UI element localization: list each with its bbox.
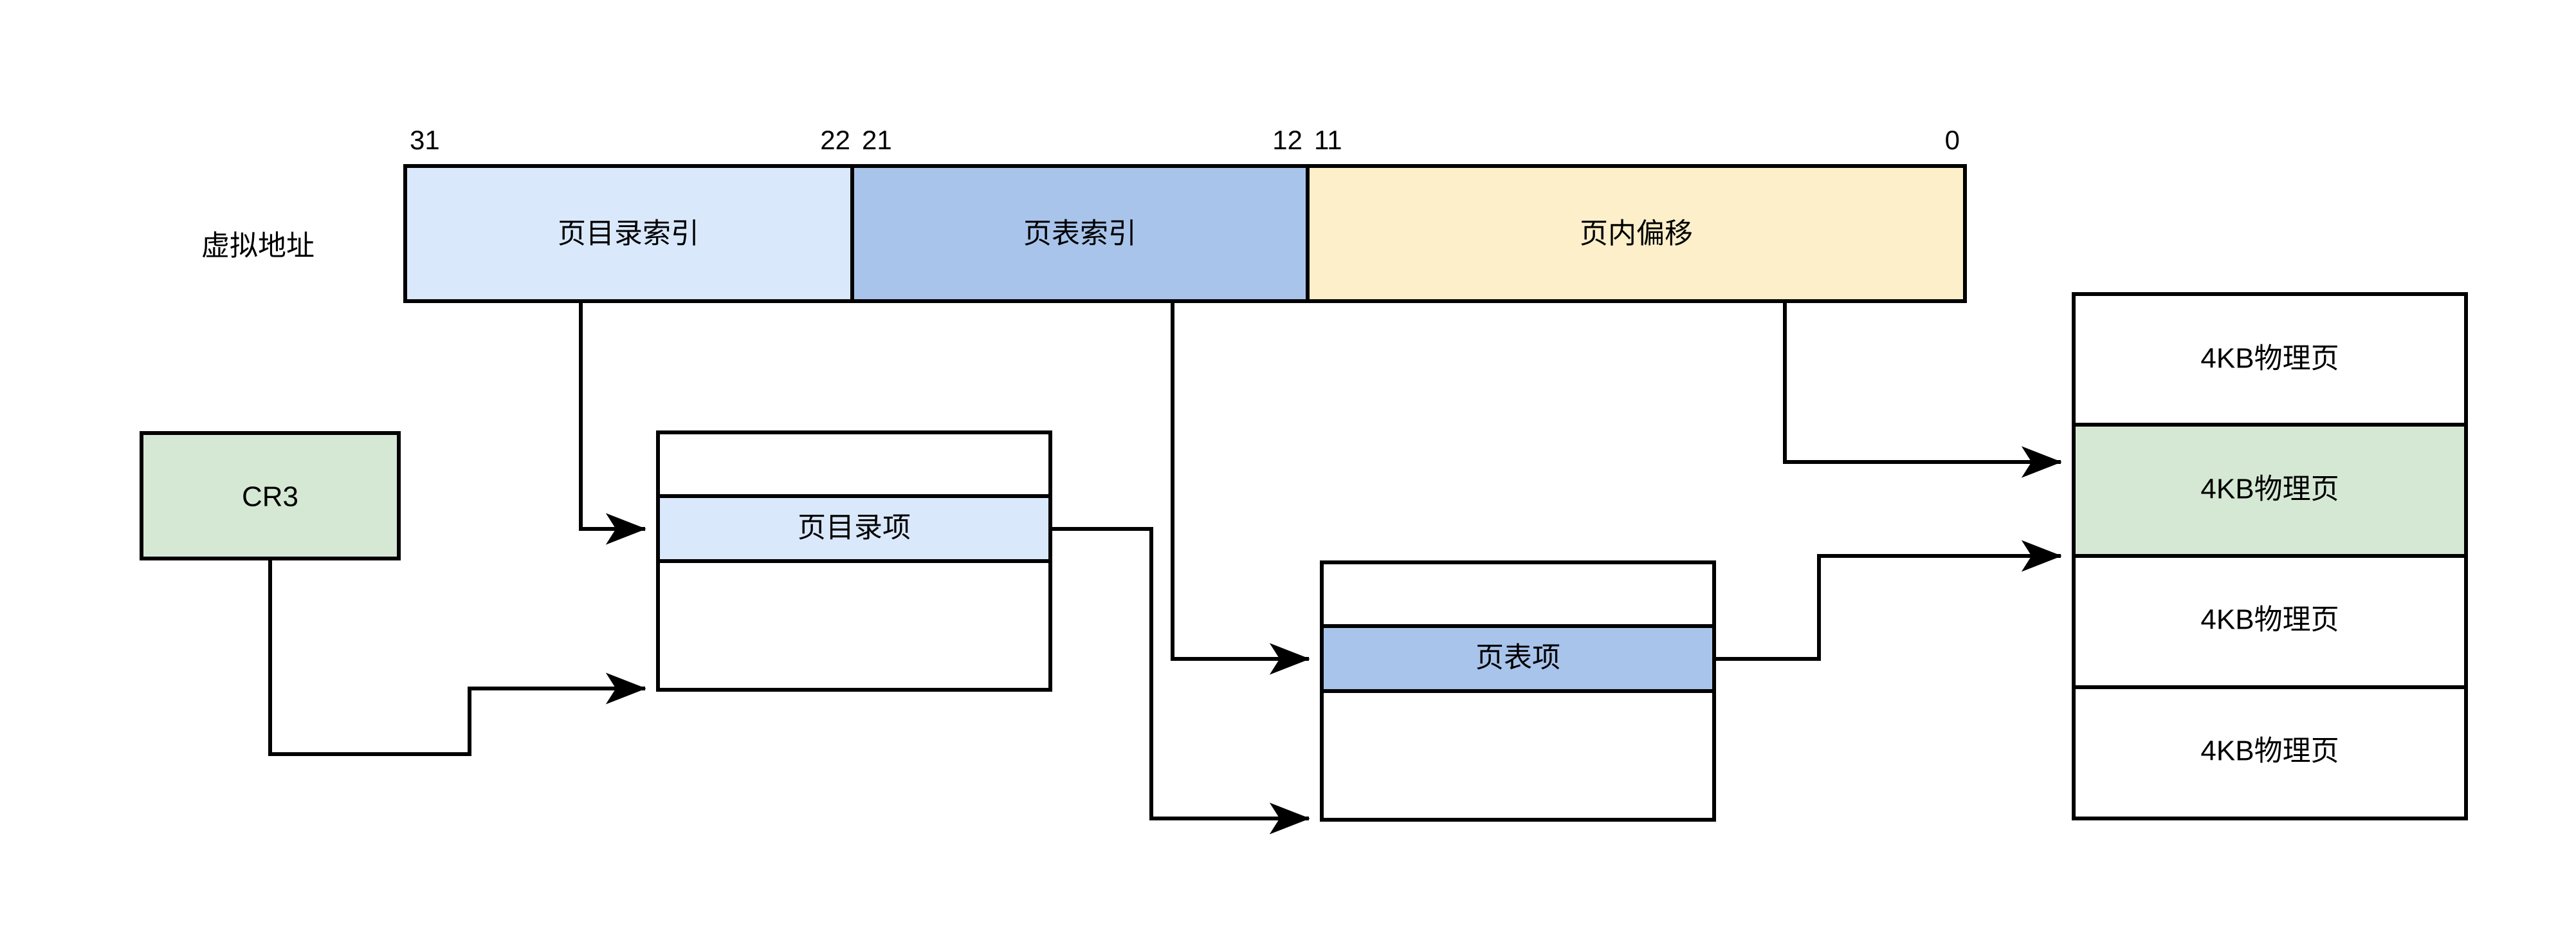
- physical-page-row-3-label: 4KB物理页: [2200, 735, 2339, 767]
- va-segment-page-offset[interactable]: [1306, 164, 1967, 303]
- page-directory-entry-row[interactable]: [656, 494, 1052, 563]
- va-segment-page-dir-index[interactable]: [403, 164, 854, 303]
- connector-pagetableindex-to-pte: [1171, 301, 1310, 675]
- page-directory-entry-label: 页目录项: [798, 512, 911, 544]
- connector-pde-to-pagetable: [1050, 527, 1310, 835]
- bit-label-12: 12: [1272, 125, 1302, 155]
- bit-label-21: 21: [862, 125, 892, 155]
- va-segment-page-offset-label: 页内偏移: [1580, 218, 1693, 250]
- connector-cr3-to-pagedirectory: [268, 559, 646, 756]
- va-segment-page-table-index-label: 页表索引: [1023, 218, 1137, 250]
- va-segment-page-dir-index-label: 页目录索引: [558, 218, 699, 250]
- connector-pagedirindex-to-pde: [579, 301, 646, 545]
- bit-label-0: 0: [1945, 125, 1960, 155]
- connector-pageoffset-to-physicalpage: [1783, 301, 2062, 478]
- cr3-box[interactable]: [140, 431, 401, 560]
- bit-label-31: 31: [410, 125, 440, 155]
- va-segment-page-table-index[interactable]: [850, 164, 1310, 303]
- page-table-entry-row[interactable]: [1320, 624, 1716, 693]
- physical-page-row-1-label: 4KB物理页: [2200, 474, 2339, 505]
- physical-page-row-0-label: 4KB物理页: [2200, 343, 2339, 374]
- bit-label-11: 11: [1314, 125, 1342, 155]
- connector-pte-to-physicalpage: [1714, 540, 2062, 661]
- page-table-entry-label: 页表项: [1475, 642, 1560, 674]
- physical-page-row-2-label: 4KB物理页: [2200, 604, 2339, 636]
- physical-page-row-highlighted[interactable]: [2072, 423, 2468, 558]
- cr3-label: CR3: [242, 481, 298, 513]
- bit-label-22: 22: [820, 125, 850, 155]
- virtual-address-label: 虚拟地址: [201, 230, 315, 262]
